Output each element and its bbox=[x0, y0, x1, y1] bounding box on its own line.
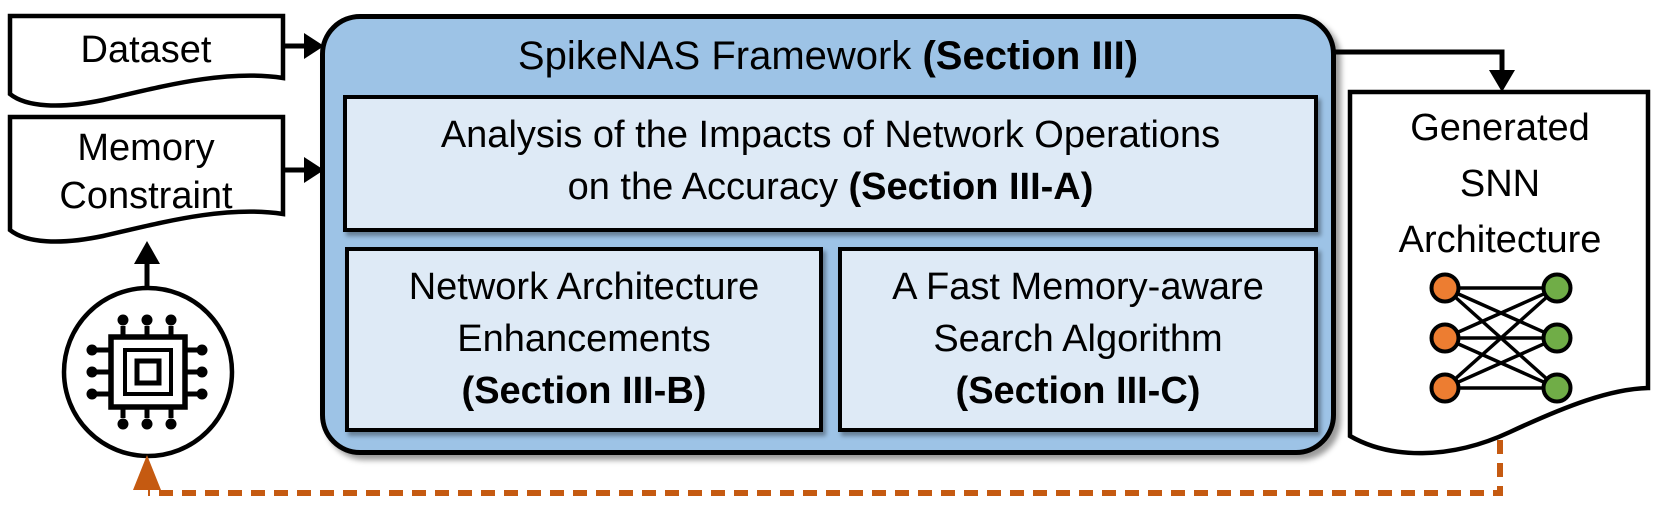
output-line2: SNN bbox=[1459, 163, 1541, 205]
arrow-dataset-to-framework bbox=[284, 33, 324, 59]
snn-graph bbox=[1429, 272, 1573, 404]
dataset-input: Dataset bbox=[8, 26, 284, 74]
arrow-framework-to-output bbox=[1334, 49, 1515, 92]
enhancements-section-label: (Section III-B) bbox=[461, 370, 707, 412]
analysis-line2: on the Accuracy (Section III-A) bbox=[567, 166, 1094, 208]
memory-constraint-doc-shape bbox=[7, 114, 286, 244]
analysis-line1: Analysis of the Impacts of Network Opera… bbox=[440, 114, 1221, 156]
arrow-hardware-to-memory bbox=[134, 241, 160, 290]
memory-constraint-line2: Constraint bbox=[59, 175, 233, 217]
dataset-doc-shape bbox=[7, 13, 286, 108]
memory-constraint-input: Memory Constraint bbox=[8, 124, 284, 220]
snn-edge bbox=[1443, 286, 1559, 390]
framework-title-section: (Section III) bbox=[922, 34, 1139, 78]
dataset-label: Dataset bbox=[80, 29, 212, 71]
arrow-memory-to-framework bbox=[284, 157, 324, 183]
snn-edge bbox=[1444, 286, 1558, 340]
snn-output-node bbox=[1541, 372, 1573, 404]
analysis-box: Analysis of the Impacts of Network Opera… bbox=[343, 95, 1318, 232]
output-line3: Architecture bbox=[1398, 219, 1602, 261]
generated-snn-output: Generated SNN Architecture bbox=[1352, 100, 1648, 268]
framework-title-text: SpikeNAS Framework bbox=[517, 34, 923, 78]
snn-input-node bbox=[1429, 272, 1461, 304]
feedback-dashed-arrow bbox=[133, 440, 1503, 496]
snn-input-node bbox=[1429, 322, 1461, 354]
microchip-icon bbox=[61, 285, 235, 459]
enhancements-line2: Enhancements bbox=[457, 318, 711, 360]
snn-output-node bbox=[1541, 322, 1573, 354]
search-line2: Search Algorithm bbox=[933, 318, 1223, 360]
spikenas-framework-box: SpikeNAS Framework (Section III) Analysi… bbox=[320, 14, 1336, 455]
analysis-section-label: (Section III-A) bbox=[848, 166, 1094, 208]
memory-constraint-line1: Memory bbox=[77, 127, 215, 169]
output-line1: Generated bbox=[1410, 107, 1590, 149]
search-section-label: (Section III-C) bbox=[955, 370, 1201, 412]
search-line1: A Fast Memory-aware bbox=[892, 266, 1264, 308]
enhancements-box: Network Architecture Enhancements (Secti… bbox=[345, 247, 823, 432]
snn-edge bbox=[1444, 336, 1558, 390]
framework-title: SpikeNAS Framework (Section III) bbox=[325, 32, 1331, 80]
enhancements-line1: Network Architecture bbox=[408, 266, 760, 308]
snn-output-node bbox=[1541, 272, 1573, 304]
generated-snn-doc-shape bbox=[1347, 89, 1651, 456]
search-algorithm-box: A Fast Memory-aware Search Algorithm (Se… bbox=[838, 247, 1318, 432]
snn-input-node bbox=[1429, 372, 1461, 404]
